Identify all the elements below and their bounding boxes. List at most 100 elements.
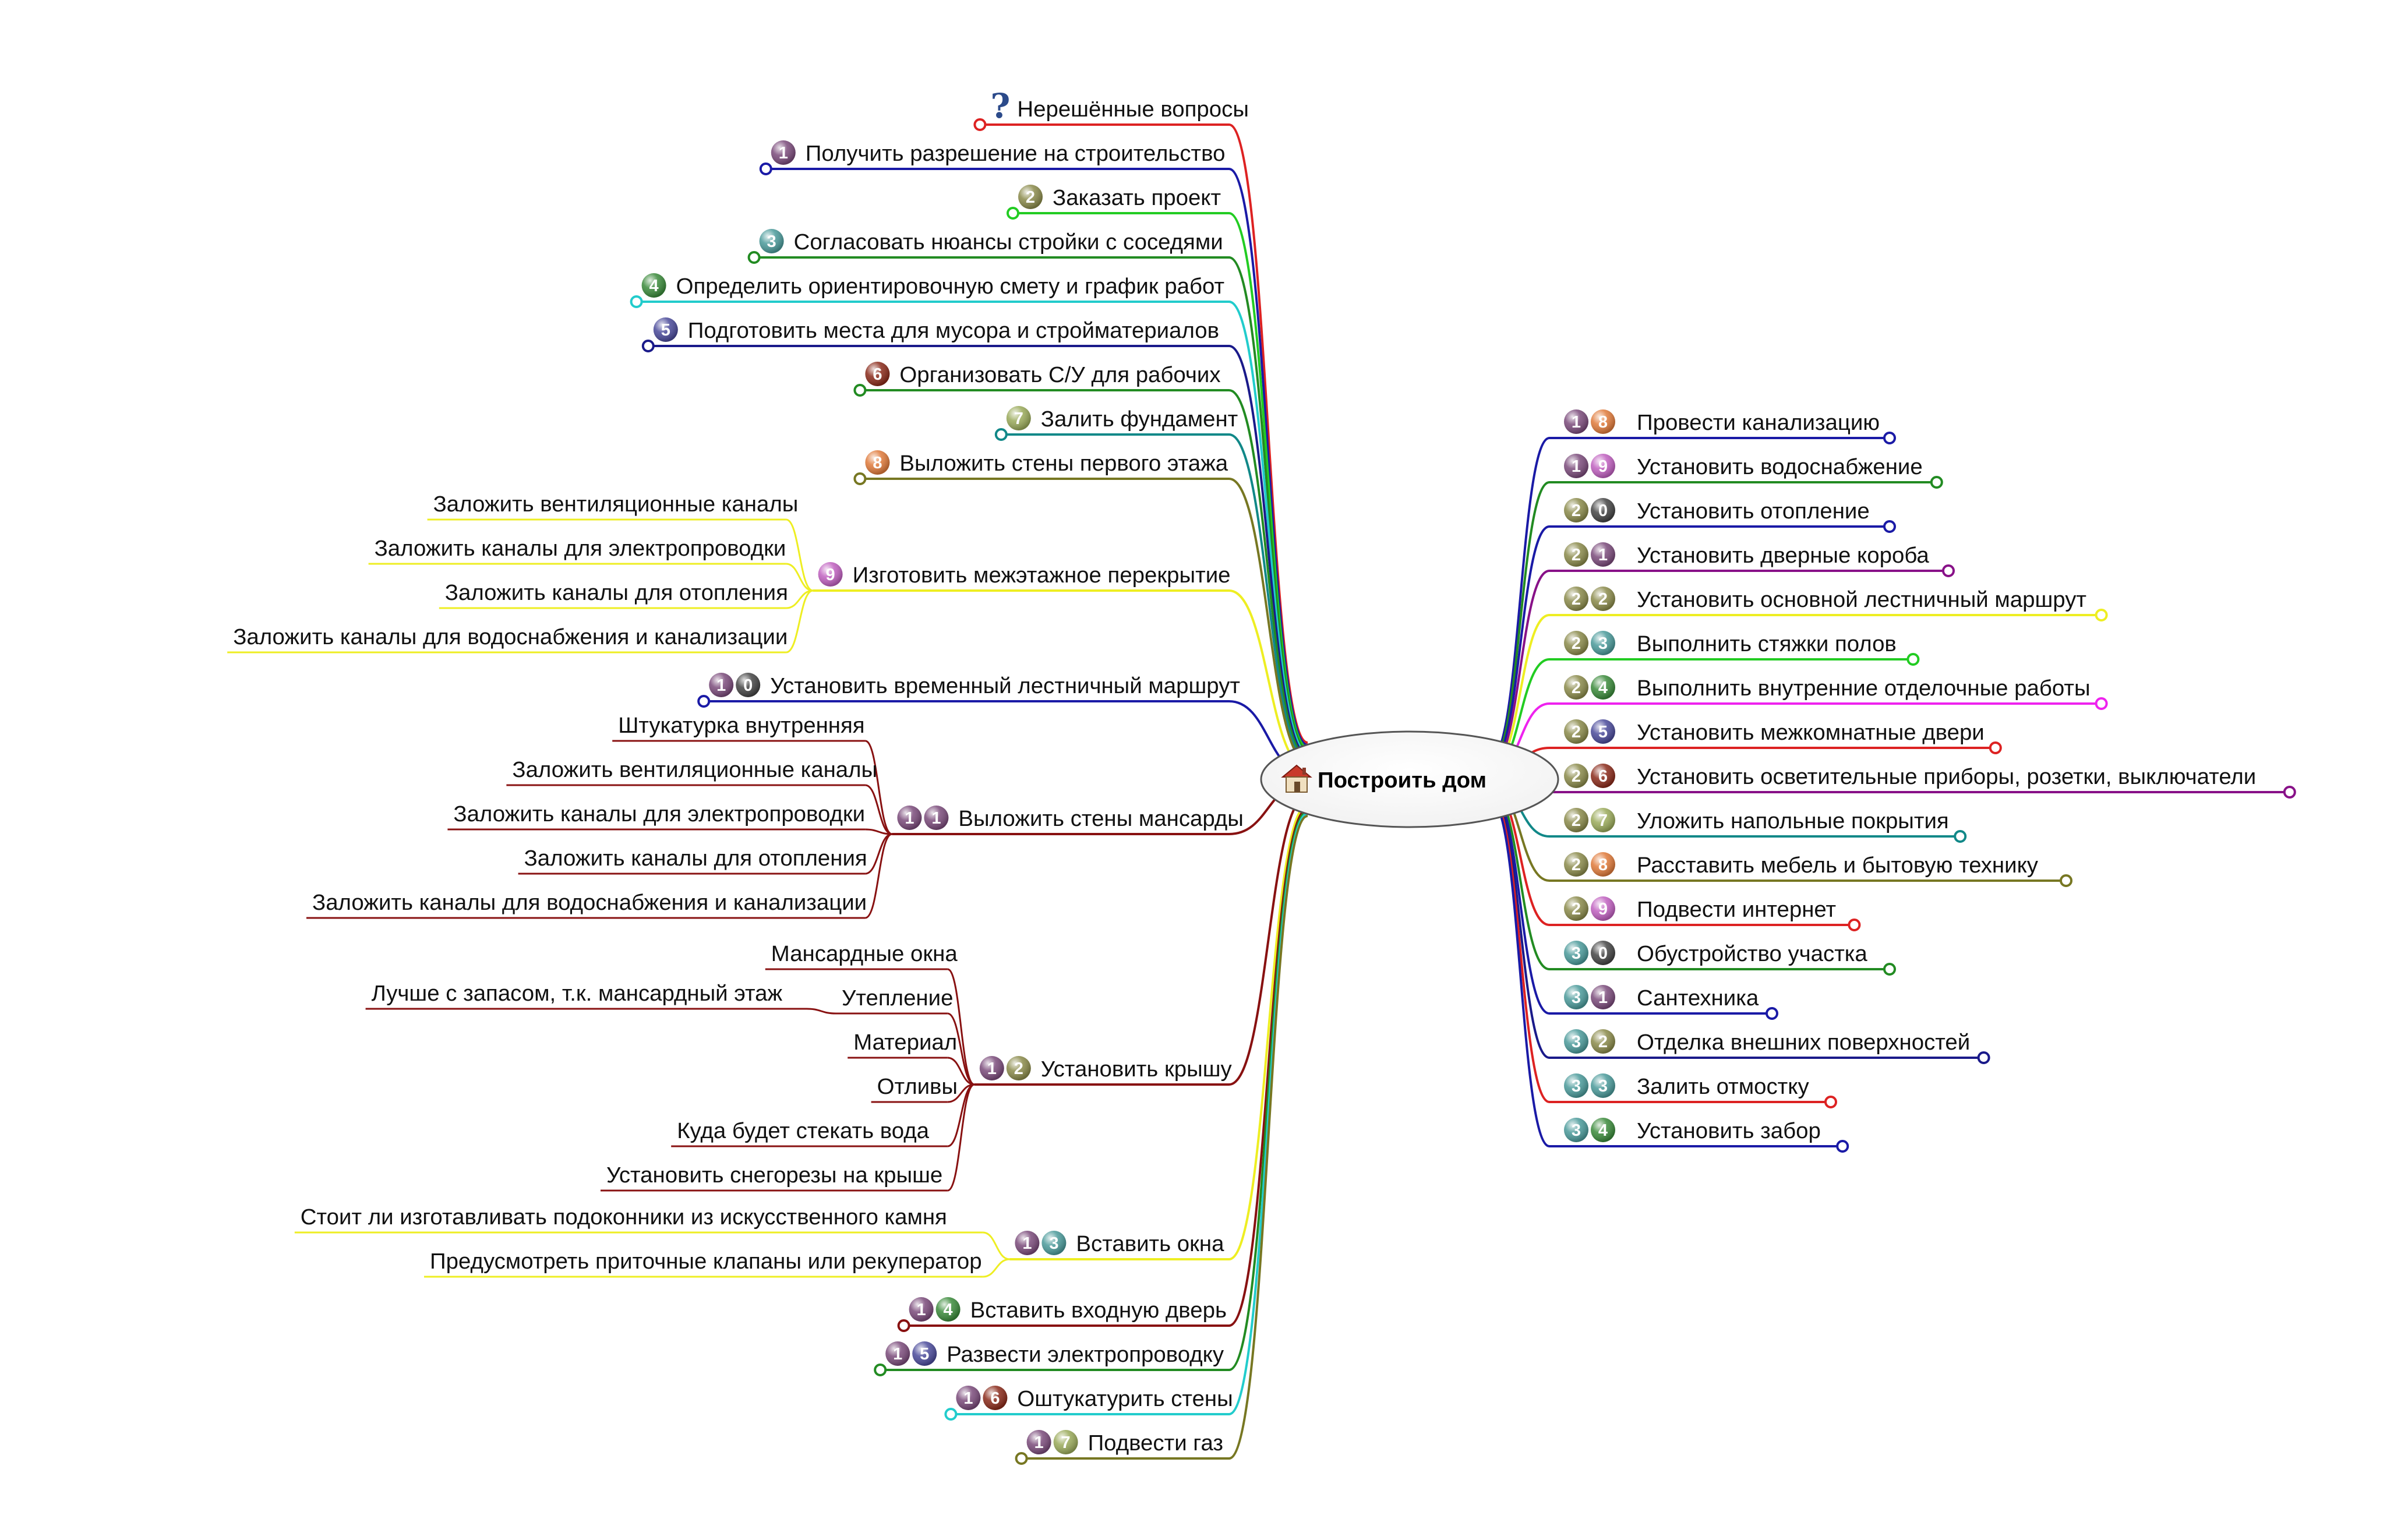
subtopic-label: Заложить каналы для электропроводки <box>375 536 786 561</box>
svg-text:2: 2 <box>1572 723 1581 741</box>
topic-9-badge-digit-1: 9 <box>818 562 843 587</box>
subtopic-label: Материал <box>853 1030 957 1055</box>
topic-13-badge-digit-2: 3 <box>1041 1231 1067 1255</box>
topic-label: Выложить стены первого этажа <box>899 451 1228 476</box>
subtopic[interactable]: Отливы <box>871 1074 958 1103</box>
topic-24-badge-digit-2: 4 <box>1591 675 1615 700</box>
svg-text:8: 8 <box>873 454 882 472</box>
topic-label: Установить межкомнатные двери <box>1637 720 1985 745</box>
subtopic-note[interactable]: Лучше с запасом, т.к. мансардный этаж <box>365 981 807 1010</box>
svg-text:2: 2 <box>1572 856 1581 874</box>
subtopic[interactable]: Утепление <box>836 986 953 1015</box>
subtopic[interactable]: Стоит ли изготавливать подоконники из ис… <box>294 1205 983 1234</box>
svg-text:9: 9 <box>1598 457 1608 476</box>
topic-label: Вставить входную дверь <box>970 1298 1227 1323</box>
svg-text:1: 1 <box>931 809 941 828</box>
svg-text:1: 1 <box>987 1059 997 1078</box>
topic-19-badge-digit-2: 9 <box>1591 454 1615 478</box>
topic-label: Расставить мебель и бытовую технику <box>1637 853 2039 878</box>
topic-12-badge-digit-1: 1 <box>979 1056 1004 1080</box>
topic-label: Изготовить межэтажное перекрытие <box>853 563 1231 588</box>
svg-text:7: 7 <box>1598 811 1608 830</box>
left-topic-1[interactable]: ?Нерешённые вопросы <box>973 86 1249 131</box>
topic-27-badge-digit-1: 2 <box>1564 808 1588 832</box>
subtopic-label: Заложить каналы для водоснабжения и кана… <box>233 624 788 649</box>
left-topic-10[interactable]: 9 Изготовить межэтажное перекрытие <box>813 562 1231 592</box>
topic-14-badge-digit-2: 4 <box>935 1297 961 1322</box>
subtopic[interactable]: Заложить вентиляционные каналы <box>427 492 799 521</box>
subtopic[interactable]: Заложить каналы для отопления <box>439 580 788 609</box>
topic-32-badge-digit-2: 2 <box>1591 1029 1615 1054</box>
topic-14-badge-digit-1: 1 <box>909 1297 934 1322</box>
topic-3-badge-digit-1: 3 <box>759 229 784 253</box>
subtopic[interactable]: Мансардные окна <box>765 941 958 970</box>
svg-text:2: 2 <box>1026 188 1035 207</box>
subtopic-label: Отливы <box>877 1074 958 1099</box>
subtopic[interactable]: Предусмотреть приточные клапаны или реку… <box>424 1249 983 1278</box>
subtopic[interactable]: Штукатурка внутренняя <box>612 713 866 742</box>
central-topic[interactable]: Построить дом <box>1260 730 1559 828</box>
subtopic[interactable]: Заложить каналы для электропроводки <box>368 536 786 565</box>
topic-label: Отделка внешних поверхностей <box>1637 1030 1970 1055</box>
topic-12-badge-digit-2: 2 <box>1006 1056 1031 1080</box>
subtopic[interactable]: Заложить вентиляционные каналы <box>506 757 877 786</box>
topic-label: Установить осветительные приборы, розетк… <box>1637 764 2256 789</box>
svg-text:3: 3 <box>1572 1033 1581 1051</box>
svg-text:8: 8 <box>1598 856 1608 874</box>
subtopic[interactable]: Заложить каналы для отопления <box>518 846 867 875</box>
topic-1-badge-digit-1: 1 <box>771 140 796 165</box>
subtopic[interactable]: Заложить каналы для водоснабжения и кана… <box>306 890 867 919</box>
left-topic-9[interactable]: 8 Выложить стены первого этажа <box>853 450 1229 485</box>
topic-27-badge-digit-2: 7 <box>1591 808 1615 832</box>
subtopic[interactable]: Материал <box>848 1030 957 1059</box>
svg-text:4: 4 <box>1598 679 1608 697</box>
topic-label: Выполнить внутренние отделочные работы <box>1637 676 2091 701</box>
topic-15-badge-digit-1: 1 <box>885 1341 910 1366</box>
subtopic[interactable]: Заложить каналы для водоснабжения и кана… <box>227 624 788 654</box>
svg-text:5: 5 <box>661 321 670 340</box>
subtopic[interactable]: Заложить каналы для электропроводки <box>447 801 866 831</box>
topic-label: Подвести газ <box>1088 1430 1223 1456</box>
topic-label: Подвести интернет <box>1637 897 1836 922</box>
svg-text:9: 9 <box>1598 900 1608 919</box>
subtopic[interactable]: Куда будет стекать вода <box>671 1118 948 1147</box>
topic-29-badge-digit-2: 9 <box>1591 896 1615 921</box>
svg-text:3: 3 <box>1598 634 1608 653</box>
topic-24-badge-digit-1: 2 <box>1564 675 1588 700</box>
topic-28-badge-digit-2: 8 <box>1591 852 1615 877</box>
topic-34-badge-digit-1: 3 <box>1564 1118 1588 1142</box>
subtopic[interactable]: Установить снегорезы на крыше <box>601 1163 948 1192</box>
